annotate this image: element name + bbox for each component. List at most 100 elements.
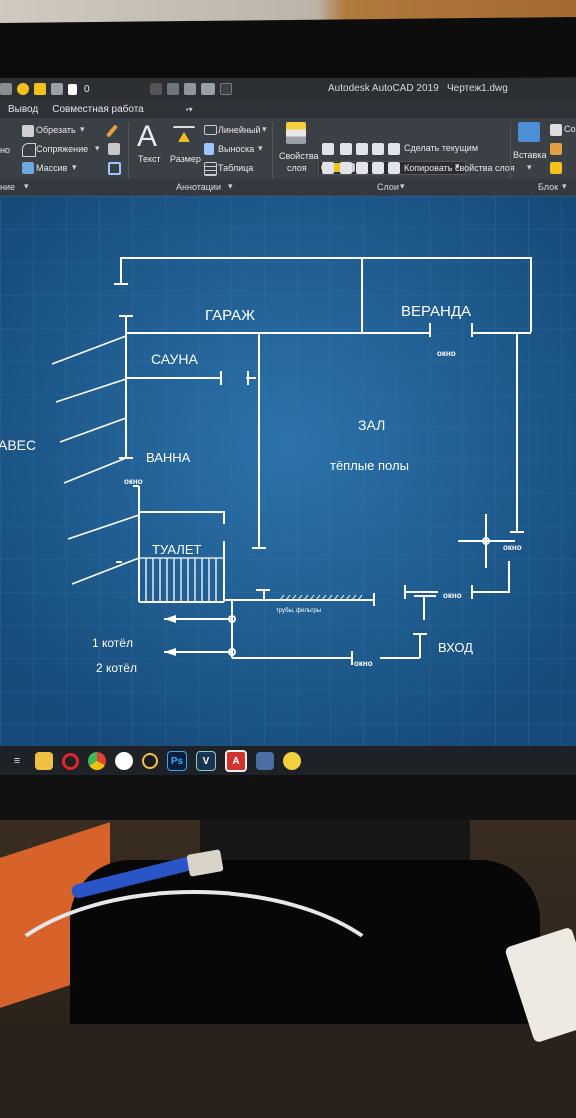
yandex-icon[interactable] [283, 752, 301, 770]
vegas-icon[interactable]: V [196, 751, 216, 771]
tab-collaborate[interactable]: Совместная работа [52, 103, 144, 115]
layer-tool-icon-4[interactable] [340, 143, 352, 155]
dropdown-icon[interactable] [219, 83, 232, 95]
tab-output[interactable]: Вывод [8, 103, 39, 115]
block-panel-dropdown-icon[interactable]: ▾ [562, 181, 567, 191]
separator [272, 122, 273, 186]
quick-access-layer: 0 [84, 83, 90, 95]
pipes-hatch [279, 594, 363, 601]
linear-button[interactable]: Линейный [218, 125, 261, 135]
copy-icon[interactable] [108, 143, 120, 155]
sauna-label: САУНА [151, 351, 199, 367]
archicad-icon[interactable] [142, 753, 158, 769]
layer-dropdown-icon[interactable] [149, 83, 162, 95]
layer-tool-icon-7[interactable] [356, 162, 368, 174]
layer-tool-icon-6[interactable] [372, 143, 384, 155]
leader-button[interactable]: Выноска [218, 144, 255, 154]
app-name: Autodesk AutoCAD 2019 [328, 83, 439, 94]
block-panel-title[interactable]: Блок [538, 182, 559, 192]
create-block-icon [550, 124, 562, 136]
layer-tool-icon-9[interactable] [322, 162, 334, 174]
leader-icon [204, 143, 214, 155]
boiler-1-label: 1 котёл [92, 636, 133, 650]
array-dropdown-icon[interactable]: ▾ [72, 162, 77, 172]
annotations-panel-dropdown-icon[interactable]: ▾ [228, 181, 233, 191]
layer-tool-icon-8[interactable] [372, 162, 384, 174]
linear-icon [204, 125, 217, 135]
eye-icon[interactable] [0, 83, 12, 95]
modify-panel-dropdown-icon[interactable]: ▾ [24, 181, 29, 191]
whatsapp-icon[interactable] [115, 752, 133, 770]
taskbar: ≡ Ps V A [0, 746, 576, 775]
fillet-dropdown-icon[interactable]: ▾ [95, 143, 100, 153]
create-block-button[interactable]: Соз [564, 124, 576, 134]
task-view-icon[interactable]: ≡ [13, 755, 21, 767]
viewer-icon[interactable] [256, 752, 274, 770]
veranda-label: ВЕРАНДА [401, 303, 471, 320]
autocad-icon[interactable]: A [225, 750, 247, 772]
pipes-label: трубы, фильтры [276, 608, 321, 614]
fillet-button[interactable]: Сопряжение [36, 144, 89, 154]
boiler-1-arrow [164, 615, 176, 623]
annotations-panel-title[interactable]: Аннотации [176, 182, 221, 192]
separator [510, 122, 511, 186]
make-current-icon [388, 143, 400, 155]
boiler-2-arrow [164, 648, 176, 656]
file-name: Чертеж1.dwg [446, 83, 508, 94]
explorer-icon[interactable] [35, 752, 53, 770]
block-attribute-icon[interactable] [550, 162, 562, 174]
canvas-grid [0, 196, 576, 746]
insert-button[interactable]: Вставка [513, 150, 547, 160]
sun-icon[interactable] [34, 83, 46, 95]
array-button[interactable]: Массив [36, 163, 68, 173]
ribbon-options[interactable]: ▪▾ [182, 104, 193, 115]
floor-plan-lines [114, 257, 532, 665]
drawing-canvas[interactable]: ГАРАЖ ВЕРАНДА САУНА ЗАЛ тёплые полы ВАНН… [0, 196, 576, 746]
monitor-screen: 0 Autodesk AutoCAD 2019 Чертеж1.dwg Выво… [0, 78, 576, 775]
table-icon [204, 162, 217, 176]
text-big-icon[interactable]: A [137, 120, 158, 153]
array-icon [22, 162, 34, 174]
photoshop-icon[interactable]: Ps [167, 751, 187, 771]
insert-block-icon [518, 122, 540, 142]
trim-button[interactable]: Обрезать [36, 125, 76, 135]
modify-panel-title[interactable]: ние [0, 182, 16, 192]
edit-block-icon[interactable] [550, 143, 562, 155]
layers-panel-dropdown-icon[interactable]: ▾ [400, 181, 405, 191]
layer-state-icon[interactable] [166, 83, 179, 95]
pen-icon[interactable] [105, 124, 119, 138]
monitor-bezel-top [0, 16, 576, 84]
title-bar: 0 Autodesk AutoCAD 2019 Чертеж1.dwg [0, 78, 576, 100]
layer-properties-label-2[interactable]: слоя [287, 163, 307, 173]
layer-tool-icon-5[interactable] [356, 143, 368, 155]
layer-properties-label-1[interactable]: Свойства [279, 151, 319, 161]
layer-tool-icon-3[interactable] [322, 143, 334, 155]
offset-icon[interactable] [108, 162, 121, 175]
lock-icon[interactable] [51, 83, 63, 95]
ribbon-options-caret: ▪▾ [185, 104, 193, 114]
leader-dropdown-icon[interactable]: ▾ [258, 143, 263, 153]
separator [128, 122, 129, 186]
trim-icon [22, 125, 34, 137]
make-current-button[interactable]: Сделать текущим [404, 143, 479, 153]
linear-dropdown-icon[interactable]: ▾ [262, 124, 267, 134]
opera-icon[interactable] [62, 752, 79, 770]
text-button[interactable]: Текст [138, 154, 161, 164]
match-icon[interactable] [183, 83, 196, 95]
table-button[interactable]: Таблица [218, 163, 254, 173]
dimension-button[interactable]: Размер [170, 154, 201, 164]
insert-dropdown-icon[interactable]: ▾ [527, 162, 532, 172]
bath-label: ВАННА [146, 450, 191, 465]
layers-panel-title[interactable]: Слои [377, 182, 399, 192]
chrome-icon[interactable] [88, 752, 106, 770]
trim-dropdown-icon[interactable]: ▾ [80, 124, 85, 134]
toilet-hatch [139, 557, 224, 602]
window-label-right: окно [503, 543, 522, 552]
window-label-bath: окно [124, 477, 143, 486]
color-swatch-icon[interactable] [68, 83, 77, 95]
pencil-icon[interactable] [200, 83, 215, 95]
layer-tool-icon-10[interactable] [340, 162, 352, 174]
match-layer-button[interactable]: Копировать свойства слоя [404, 163, 515, 173]
ribbon-tab-bar: Вывод Совместная работа ▪▾ [0, 100, 576, 118]
bulb-icon[interactable] [17, 83, 29, 95]
